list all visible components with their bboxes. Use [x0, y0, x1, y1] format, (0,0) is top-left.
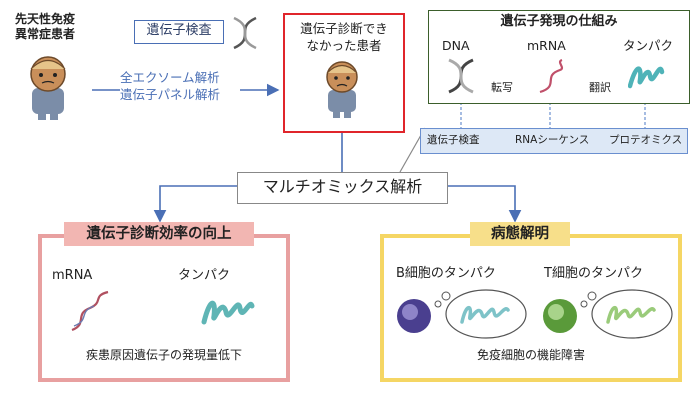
methods-bar: 遺伝子検査 RNAシーケンス プロテオミクス — [420, 128, 688, 154]
b-cell-protein-icon — [397, 289, 527, 339]
right-panel-title-box: 病態解明 — [470, 222, 570, 246]
left-mrna-icon — [71, 290, 109, 332]
left-protein-label: タンパク — [178, 268, 231, 283]
patient-label: 先天性免疫 異常症患者 — [10, 12, 80, 42]
gene-expression-box: 遺伝子発現の仕組み DNA mRNA タンパク 転写 翻訳 — [428, 10, 690, 104]
undiagnosed-line2: なかった患者 — [306, 38, 382, 53]
dna-label: DNA — [442, 38, 470, 53]
genetic-test-label: 遺伝子検査 — [146, 23, 212, 38]
arrow-multiomics-to-left — [153, 185, 237, 223]
genetic-test-box: 遺伝子検査 — [134, 20, 224, 44]
patient-label-line1: 先天性免疫 — [14, 12, 75, 26]
left-panel-title: 遺伝子診断効率の向上 — [86, 226, 232, 242]
transcription-label: 転写 — [491, 81, 513, 94]
analysis-label-box: 全エクソーム解析 遺伝子パネル解析 — [120, 68, 240, 104]
arrow-multiomics-to-right — [446, 185, 522, 223]
mrna-icon — [539, 58, 564, 94]
analysis-line2: 遺伝子パネル解析 — [120, 87, 221, 102]
protein-icon — [628, 66, 665, 89]
method-rna-seq: RNAシーケンス — [515, 134, 590, 146]
left-caption: 疾患原因遺伝子の発現量低下 — [85, 348, 242, 362]
undiagnosed-line1: 遺伝子診断でき — [300, 21, 388, 36]
left-mrna-label: mRNA — [52, 268, 93, 283]
gene-expression-title: 遺伝子発現の仕組み — [500, 14, 618, 29]
t-cell-protein-icon — [543, 289, 673, 339]
t-cell-label: T細胞のタンパク — [544, 266, 643, 281]
right-caption: 免疫細胞の機能障害 — [476, 348, 585, 362]
left-protein-icon — [201, 300, 255, 325]
patient-icon — [30, 56, 66, 120]
dna-icon — [448, 58, 474, 94]
method-genetic-test: 遺伝子検査 — [427, 134, 480, 146]
multiomics-box: マルチオミックス解析 — [237, 172, 448, 204]
method-proteomics: プロテオミクス — [609, 134, 683, 146]
dna-icon-small — [233, 16, 257, 50]
patient-label-line2: 異常症患者 — [14, 27, 75, 41]
mrna-label: mRNA — [527, 38, 566, 53]
b-cell-label: B細胞のタンパク — [396, 266, 496, 281]
left-panel-title-box: 遺伝子診断効率の向上 — [64, 222, 254, 246]
analysis-line1: 全エクソーム解析 — [120, 70, 220, 85]
protein-label: タンパク — [623, 38, 674, 53]
right-panel-title: 病態解明 — [491, 226, 549, 242]
translation-label: 翻訳 — [589, 81, 611, 94]
undiagnosed-patient-icon — [326, 61, 358, 118]
multiomics-label: マルチオミックス解析 — [262, 177, 423, 196]
